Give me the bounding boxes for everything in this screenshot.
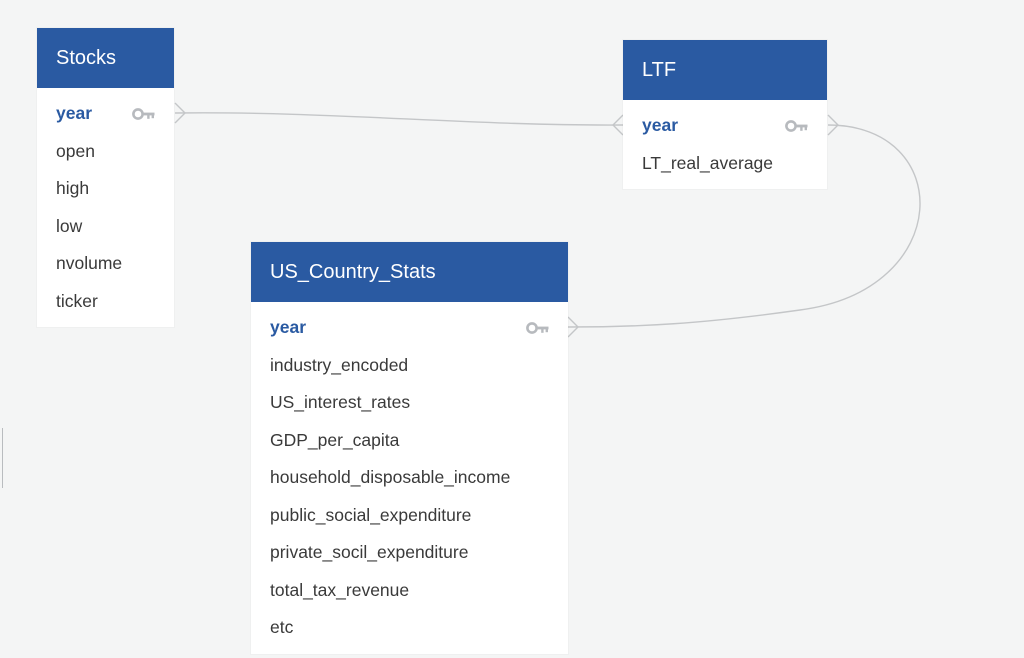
table-stocks-header[interactable]: Stocks	[37, 28, 174, 88]
field-label: year	[56, 103, 93, 123]
field-us-country-stats-gdp-per-capita[interactable]: GDP_per_capita	[270, 429, 400, 450]
key-icon	[785, 119, 808, 132]
key-icon	[132, 107, 155, 120]
crowfoot-ltf-left-end	[612, 114, 624, 136]
key-icon	[526, 321, 549, 334]
table-stocks[interactable]: Stocks year open high low nvolume ticker	[37, 28, 174, 327]
scrollbar-edge[interactable]	[2, 428, 3, 488]
field-us-country-stats-etc[interactable]: etc	[270, 617, 294, 637]
field-ltf-year[interactable]: year	[623, 107, 827, 145]
field-stocks-high[interactable]: high	[56, 178, 90, 198]
table-stocks-fields: year open high low nvolume ticker	[37, 88, 174, 327]
field-stocks-low[interactable]: low	[56, 215, 83, 236]
relation-stocks-ltf[interactable]	[174, 112, 624, 126]
field-stocks-ticker[interactable]: ticker	[56, 290, 98, 311]
table-us-country-stats-header[interactable]: US_Country_Stats	[251, 242, 568, 302]
field-label: year	[642, 115, 679, 135]
table-ltf-fields: year LT_real_average	[623, 100, 827, 189]
field-stocks-year[interactable]: year	[37, 95, 174, 133]
field-ltf-lt-real-average[interactable]: LT_real_average	[642, 152, 774, 173]
table-us-country-stats[interactable]: US_Country_Stats year industry_encoded U…	[251, 242, 568, 654]
crowfoot-stocks-end	[174, 102, 186, 124]
crowfoot-us-country-stats-end	[567, 316, 579, 338]
crowfoot-ltf-right-end	[827, 114, 839, 136]
field-us-country-stats-us-interest-rates[interactable]: US_interest_rates	[270, 392, 411, 412]
field-us-country-stats-household-disposable-income[interactable]: household_disposable_income	[270, 467, 511, 487]
table-us-country-stats-fields: year industry_encoded US_interest_rates …	[251, 302, 568, 654]
table-ltf-header[interactable]: LTF	[623, 40, 827, 100]
field-stocks-open[interactable]: open	[56, 140, 95, 161]
field-us-country-stats-total-tax-revenue[interactable]: total_tax_revenue	[270, 579, 410, 600]
field-us-country-stats-public-social-expenditure[interactable]: public_social_expenditure	[270, 504, 472, 525]
field-us-country-stats-industry-encoded[interactable]: industry_encoded	[270, 354, 409, 375]
table-ltf[interactable]: LTF year LT_real_average	[623, 40, 827, 189]
field-stocks-nvolume[interactable]: nvolume	[56, 253, 123, 273]
field-us-country-stats-year[interactable]: year	[251, 309, 568, 347]
field-us-country-stats-private-socil-expenditure[interactable]: private_socil_expenditure	[270, 542, 469, 562]
field-label: year	[270, 317, 307, 337]
